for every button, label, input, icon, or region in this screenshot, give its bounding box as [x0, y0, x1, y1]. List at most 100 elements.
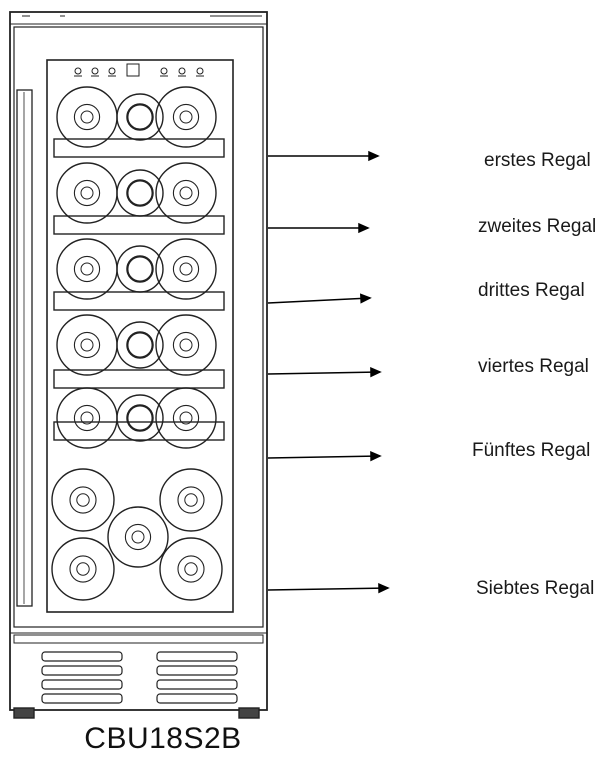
bottle-neck-ring — [69, 555, 97, 583]
bottle-outline — [56, 387, 118, 449]
bottle-neck-ring — [73, 404, 101, 432]
model-name: CBU18S2B — [84, 722, 242, 755]
arrow-shelf-2-head — [358, 222, 370, 234]
bottle-neck-ring — [73, 179, 101, 207]
control-button-icon — [160, 67, 168, 75]
arrow-shelf-5 — [267, 455, 381, 459]
bottle-base-ring — [126, 255, 154, 283]
vent-slot — [156, 693, 238, 704]
bottle-neck-ring — [73, 331, 101, 359]
door-frame — [13, 26, 264, 628]
bottle-base-ring — [126, 103, 154, 131]
bottle-cork — [179, 262, 193, 276]
bottle-outline — [116, 321, 164, 369]
bottle-cork — [80, 186, 94, 200]
bottle-neck-ring — [172, 103, 200, 131]
vent-slot — [41, 651, 123, 662]
shelf-label-3: drittes Regal — [478, 280, 585, 301]
bottle-base-ring — [126, 331, 154, 359]
control-button-icon — [196, 67, 204, 75]
vent-slot — [156, 679, 238, 690]
bottle-outline — [107, 506, 169, 568]
control-display-icon — [126, 63, 140, 77]
arrow-shelf-5-head — [370, 451, 382, 462]
bottle-outline — [155, 387, 217, 449]
control-button-icon — [74, 67, 82, 75]
bottle-cork — [184, 562, 198, 576]
bottle-outline — [51, 537, 115, 601]
cabinet-outline — [9, 11, 268, 711]
bottle-neck-ring — [73, 255, 101, 283]
bottle-neck-ring — [172, 255, 200, 283]
shelf-label-4: viertes Regal — [478, 356, 589, 377]
foot-left — [13, 707, 35, 719]
control-button-icon — [108, 67, 116, 75]
bottle-neck-ring — [73, 103, 101, 131]
bottle-base-ring — [126, 404, 154, 432]
arrow-shelf-3-head — [360, 293, 372, 304]
bottle-outline — [155, 314, 217, 376]
bottle-base-ring — [126, 179, 154, 207]
bottle-cork — [131, 530, 145, 544]
bottle-cork — [179, 110, 193, 124]
bottle-cork — [184, 493, 198, 507]
bottle-cork — [179, 338, 193, 352]
bottle-neck-ring — [69, 486, 97, 514]
bottle-outline — [155, 238, 217, 300]
bottle-outline — [51, 468, 115, 532]
arrow-shelf-4 — [267, 371, 381, 375]
shelf-label-2: zweites Regal — [478, 216, 597, 237]
control-button-icon — [178, 67, 186, 75]
bottle-cork — [80, 338, 94, 352]
bottle-outline — [56, 238, 118, 300]
shelf-label-1: erstes Regal — [484, 150, 591, 171]
bottle-cork — [179, 411, 193, 425]
bottle-outline — [159, 468, 223, 532]
bottle-outline — [56, 86, 118, 148]
bottle-outline — [155, 86, 217, 148]
vent-slot — [41, 693, 123, 704]
shelf-label-5: Fünftes Regal — [472, 440, 591, 461]
arrow-shelf-4-head — [370, 367, 382, 378]
shelf-board — [53, 215, 225, 235]
shelf-board — [53, 421, 225, 441]
arrow-shelf-1-head — [368, 150, 380, 162]
shelf-board — [53, 138, 225, 158]
bottle-cork — [76, 562, 90, 576]
bottle-cork — [80, 411, 94, 425]
vent-slot — [156, 651, 238, 662]
bottle-outline — [56, 314, 118, 376]
bottle-neck-ring — [177, 555, 205, 583]
bottle-outline — [116, 394, 164, 442]
bottle-outline — [159, 537, 223, 601]
bottle-cork — [80, 110, 94, 124]
foot-right — [238, 707, 260, 719]
shelf-arrows — [267, 150, 390, 594]
arrow-shelf-7 — [267, 587, 389, 591]
door-glass — [46, 59, 234, 613]
vent-slot — [41, 665, 123, 676]
bottle-cork — [76, 493, 90, 507]
shelf-board — [53, 291, 225, 311]
bottle-outline — [56, 162, 118, 224]
shelf-board — [53, 369, 225, 389]
bottle-neck-ring — [172, 404, 200, 432]
bottle-neck-ring — [172, 179, 200, 207]
shelf-label-7: Siebtes Regal — [476, 578, 595, 599]
bottle-outline — [155, 162, 217, 224]
bottle-neck-ring — [124, 523, 152, 551]
arrow-shelf-7-head — [378, 583, 390, 594]
wine-cooler — [9, 11, 268, 719]
vent-slot — [41, 679, 123, 690]
control-button-icon — [91, 67, 99, 75]
bottle-neck-ring — [172, 331, 200, 359]
arrow-shelf-3 — [267, 297, 371, 304]
kick-plate-strip — [13, 634, 264, 644]
door-handle — [16, 89, 33, 607]
bottle-cork — [80, 262, 94, 276]
vent-slot — [156, 665, 238, 676]
bottle-neck-ring — [177, 486, 205, 514]
bottle-outline — [116, 93, 164, 141]
bottle-cork — [179, 186, 193, 200]
